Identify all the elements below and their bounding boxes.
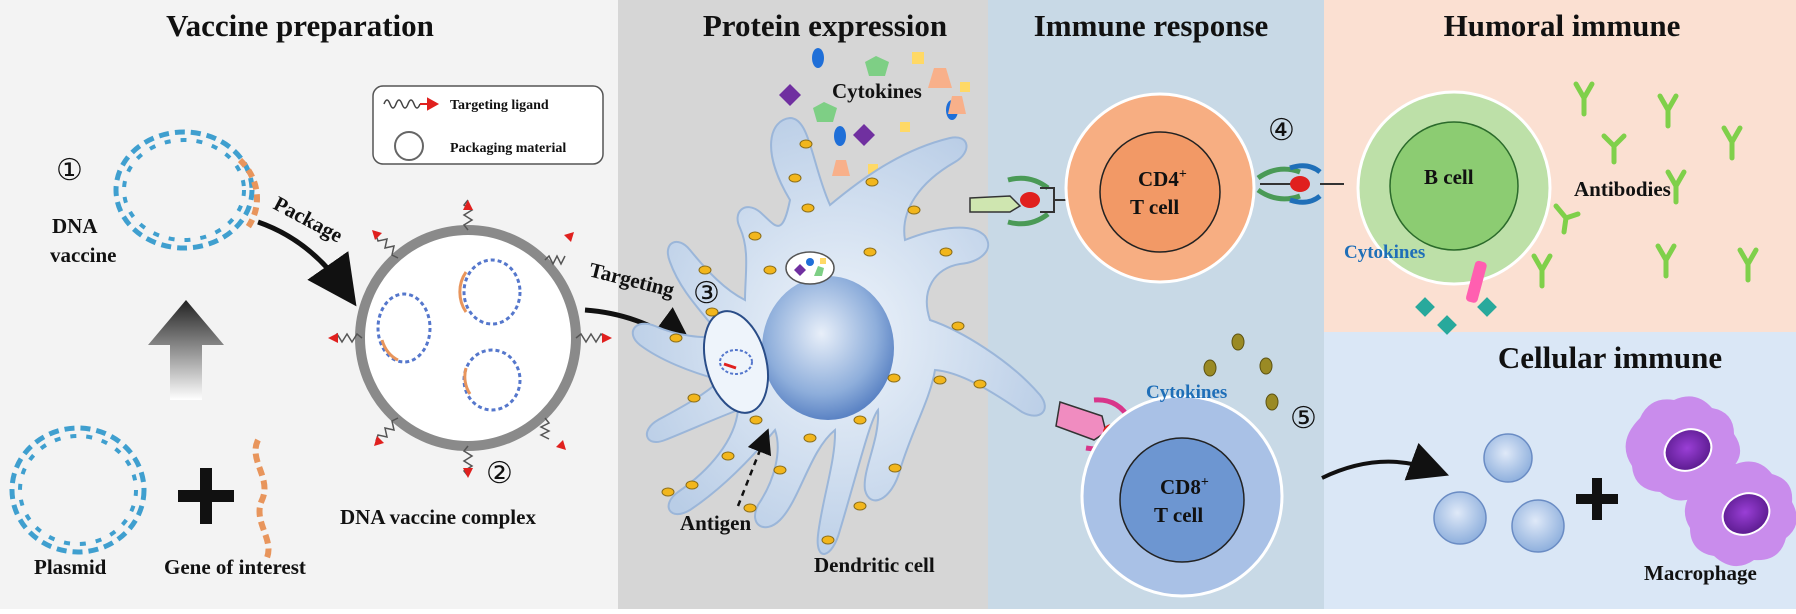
t-cell-cytokines [1203,333,1279,411]
label-dna-vaccine-complex: DNA vaccine complex [340,505,536,529]
plus-icon-cellular [1576,478,1618,520]
label-b-cell: B cell [1424,165,1474,189]
step-1-marker: ① [56,154,83,187]
up-arrow [148,300,224,400]
macrophages [1625,396,1796,566]
title-vaccine-preparation: Vaccine preparation [166,8,434,43]
label-gene-of-interest: Gene of interest [164,555,306,579]
label-antigen: Antigen [680,511,751,535]
effector-t-cells [1433,433,1565,553]
label-cytokines-b: Cytokines [1344,242,1425,263]
label-cd8: CD8+ [1160,475,1209,499]
b-cell [1356,90,1552,286]
ligand-arrowheads [328,200,612,478]
tcr-bcell-interaction [1256,163,1344,205]
label-vaccine: vaccine [50,243,116,267]
cd8-to-cellular-arrow [1321,442,1450,481]
step-5-marker: ⑤ [1290,402,1317,435]
label-cd8-t-cell: T cell [1154,503,1203,527]
cd8-t-cell [1080,394,1284,598]
label-plasmid: Plasmid [34,555,107,579]
plasmid-ring [9,425,147,555]
endosome [703,310,769,414]
label-cd4: CD4+ [1138,167,1187,191]
step-4-marker: ④ [1268,114,1295,147]
label-dna: DNA [52,214,98,238]
package-arrow [257,219,357,307]
mhc-receptor-top [969,175,1076,227]
dna-vaccine-complex [328,199,612,478]
label-dendritic-cell: Dendritic cell [814,553,935,577]
label-cytokines-top: Cytokines [832,79,922,103]
legend-packaging-material: Packaging material [450,141,566,156]
title-humoral-immune: Humoral immune [1444,8,1681,43]
antibodies [1531,81,1759,289]
cd4-t-cell [1064,92,1256,284]
title-protein-expression: Protein expression [703,8,947,43]
step-3-marker: ③ [693,277,720,310]
label-cytokines-t: Cytokines [1146,382,1227,403]
plus-icon [178,468,234,524]
antigen-dots [661,139,987,545]
ligand-coil-icon [383,99,421,109]
step-2-marker: ② [486,457,513,490]
legend-box: Targeting ligand Packaging material [372,85,604,165]
label-cd4-t-cell: T cell [1130,195,1179,219]
b-cell-cytokine-release [1415,260,1497,335]
cytokine-vesicle [785,251,835,285]
antigen-pointer [736,428,772,507]
title-cellular-immune: Cellular immune [1498,340,1722,375]
dna-vaccine-plasmid [113,129,260,251]
gene-of-interest-strand [252,438,272,562]
legend-targeting-ligand: Targeting ligand [450,98,549,113]
label-macrophage: Macrophage [1644,561,1757,585]
label-antibodies: Antibodies [1574,177,1671,201]
dendritic-nucleus [762,276,894,420]
title-immune-response: Immune response [1034,8,1269,43]
ligand-arrow-icon [420,97,440,111]
packaging-circle-icon [394,131,424,161]
